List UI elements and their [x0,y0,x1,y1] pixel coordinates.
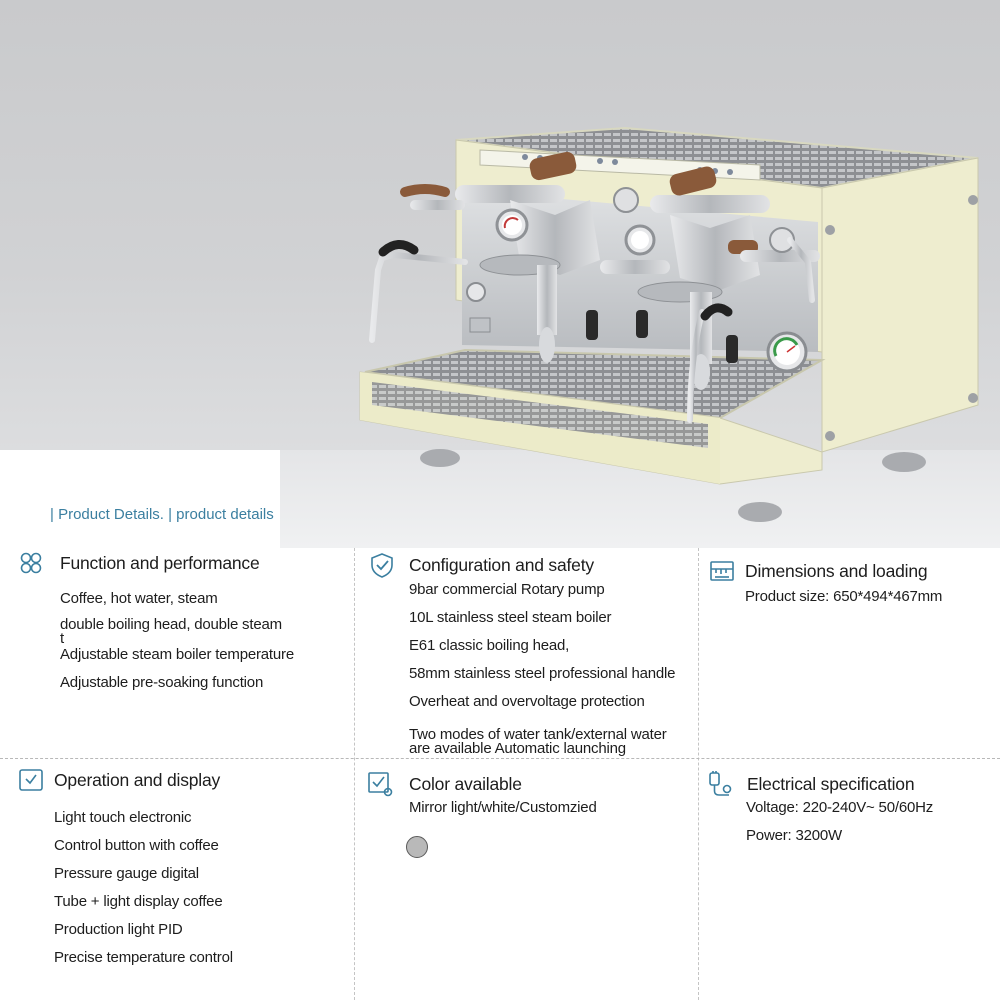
section-header: Configuration and safety [369,552,594,578]
section-configuration-safety: Configuration and safety 9bar commercial… [355,548,698,758]
section-header: Electrical specification [707,771,915,797]
list-item: Tube + light display coffee [54,893,223,910]
list-item: 10L stainless steel steam boiler [409,609,612,626]
machine-foot [420,449,460,467]
list-item: Adjustable steam boiler temperature [60,646,294,663]
list-item: Control button with coffee [54,837,219,854]
list-item: Mirror light/white/Customzied [409,799,597,816]
display-check-icon [19,769,43,791]
breadcrumb[interactable]: | Product Details. | product details [50,506,274,523]
list-item: Voltage: 220-240V~ 50/60Hz [746,799,934,816]
row-divider [0,758,1000,759]
list-item: Light touch electronic [54,809,192,826]
ruler-box-icon [710,561,734,581]
plug-icon [709,771,732,796]
list-item: Coffee, hot water, steam [60,590,218,607]
list-item: Production light PID [54,921,183,938]
list-item: Overheat and overvoltage protection [409,693,645,710]
list-item: Pressure gauge digital [54,865,199,882]
steam-wand-right [787,237,815,303]
section-header: Function and performance [18,550,260,576]
machine-foot [738,502,782,522]
palette-check-icon [368,772,393,797]
product-hero: | Product Details. | product details [0,0,1000,548]
steam-wand-left [369,251,468,343]
section-title: Configuration and safety [409,554,594,575]
machine-foot [882,452,926,472]
section-title: Function and performance [60,552,260,573]
list-item: Adjustable pre-soaking function [60,674,264,691]
feature-list: Voltage: 220-240V~ 50/60Hz Power: 3200W [746,799,933,855]
list-item: Power: 3200W [746,827,842,844]
list-item: Two modes of water tank/external water [409,726,667,743]
section-header: Color available [367,771,522,797]
list-item: Product size: 650*494*467mm [745,588,943,605]
pressure-gauge [766,331,808,373]
feature-list: 9bar commercial Rotary pump 10L stainles… [409,581,676,757]
section-electrical-specification: Electrical specification Voltage: 220-24… [699,759,1000,1000]
group-head-right [624,166,820,423]
list-item: 58mm stainless steel professional handle [409,665,676,682]
list-item: E61 classic boiling head, [409,637,570,654]
feature-list: Mirror light/white/Customzied [409,799,597,827]
machine-side-panel [821,157,979,453]
section-title: Operation and display [54,769,221,790]
side-panel-screws [825,195,978,441]
section-title: Dimensions and loading [745,560,928,581]
column-divider [698,548,699,1000]
section-title: Electrical specification [747,773,915,794]
column-divider [354,548,355,1000]
shield-check-icon [371,553,393,578]
section-title: Color available [409,773,522,794]
list-item: 9bar commercial Rotary pump [409,581,605,598]
list-item: double boiling head, double steam [60,616,282,633]
cluster-icon [20,552,42,574]
section-header: Dimensions and loading [709,558,928,584]
section-function-performance: Function and performance Coffee, hot wat… [0,548,354,758]
section-operation-display: Operation and display Light touch electr… [0,759,354,1000]
group-head-left [400,151,670,363]
color-swatch-mirror-light[interactable] [406,836,428,858]
feature-list: Product size: 650*494*467mm [745,588,942,616]
section-dimensions-loading: Dimensions and loading Product size: 650… [699,548,1000,758]
list-item: Precise temperature control [54,949,233,966]
list-item: are available Automatic launching [409,740,626,757]
section-color-available: Color available Mirror light/white/Custo… [355,759,698,1000]
feature-list: Light touch electronic Control button wi… [54,809,233,977]
section-header: Operation and display [18,767,220,793]
feature-list: Coffee, hot water, steam double boiling … [60,590,294,702]
espresso-machine-image [359,126,979,522]
list-item: t [60,630,64,647]
spec-grid: Function and performance Coffee, hot wat… [0,548,1000,1000]
